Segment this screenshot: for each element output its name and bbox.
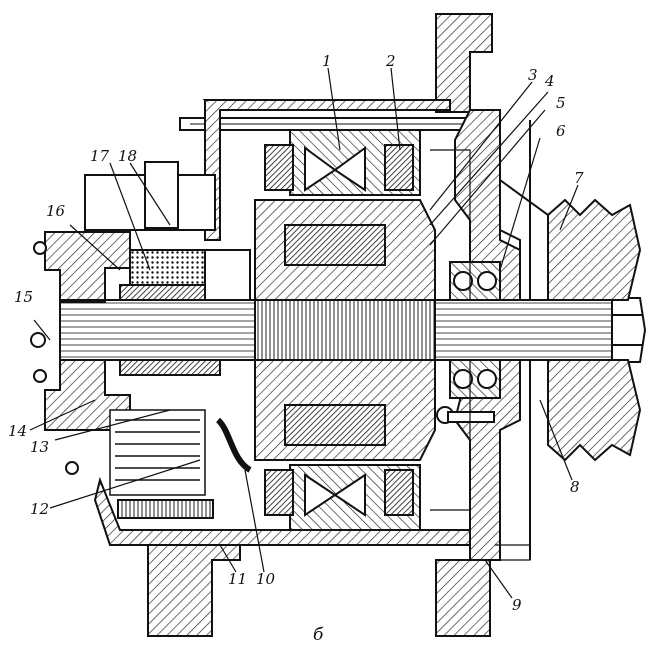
- callout-6: 6: [556, 122, 566, 140]
- callout-4: 4: [544, 72, 555, 90]
- figure-caption: б: [313, 625, 324, 645]
- leader-lines: [29, 67, 579, 599]
- callout-3: 3: [528, 66, 538, 84]
- callout-9: 9: [512, 596, 522, 614]
- callout-14: 14: [8, 422, 27, 440]
- callout-12: 12: [30, 500, 49, 518]
- callout-7: 7: [574, 169, 584, 187]
- callout-10: 10: [256, 570, 276, 588]
- callout-labels: 1 2 3 4 5 6 7 8 9 10 11 12 13 14 15 16 1…: [8, 52, 584, 614]
- callout-17: 17: [90, 147, 110, 165]
- callout-15: 15: [14, 288, 33, 306]
- callout-11: 11: [228, 570, 247, 588]
- callout-13: 13: [30, 438, 49, 456]
- callout-8: 8: [570, 478, 580, 496]
- callout-16: 16: [46, 202, 66, 220]
- callout-5: 5: [556, 94, 566, 112]
- callout-1: 1: [322, 52, 332, 70]
- callout-2: 2: [385, 52, 396, 70]
- callout-18: 18: [118, 147, 137, 165]
- housing-outline: [30, 13, 647, 637]
